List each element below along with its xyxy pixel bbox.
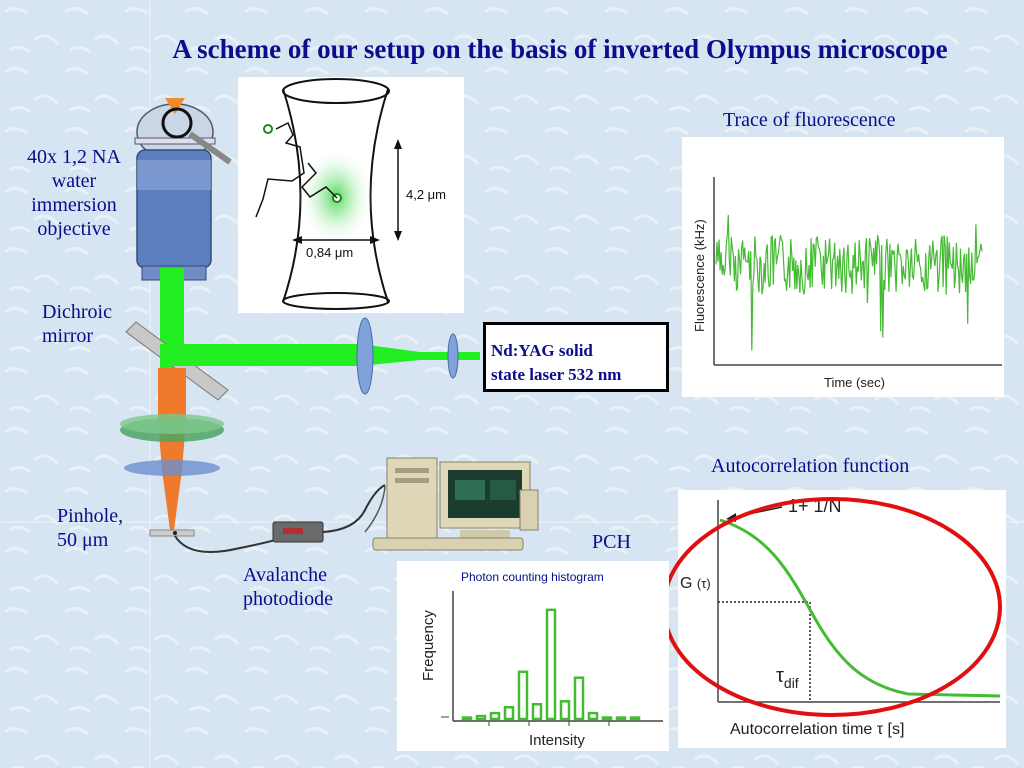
objective-label: 40x 1,2 NA water immersion objective	[27, 146, 121, 240]
laser-lens-1	[356, 317, 374, 395]
orange-beam	[158, 368, 186, 530]
pch-title: Photon counting histogram	[461, 570, 604, 584]
focal-volume-panel: 4,2 μm 0,84 μm	[238, 77, 464, 313]
highlight-circle	[662, 497, 1002, 717]
laser-box: Nd:YAG solid state laser 532 nm	[483, 322, 669, 392]
laser-lens-2	[447, 333, 459, 379]
acf-ylabel: G (τ)	[680, 575, 711, 592]
focal-height-label: 4,2 μm	[406, 187, 446, 202]
pch-bar	[545, 608, 557, 721]
pch-bar	[559, 700, 571, 721]
pch-bar	[629, 716, 641, 721]
pinhole-label: Pinhole, 50 μm	[57, 505, 124, 551]
focal-volume-diagram: 4,2 μm 0,84 μm	[255, 78, 446, 310]
pch-bars	[461, 608, 641, 721]
pch-bar	[489, 711, 501, 721]
trace-xlabel: Time (sec)	[824, 375, 885, 390]
pch-chart: Photon counting histogram Frequency Inte…	[420, 570, 663, 749]
dichroic-label: Dichroic mirror	[42, 301, 112, 347]
pch-bar	[587, 711, 599, 721]
pch-bar	[615, 716, 627, 721]
pch-caption: PCH	[592, 531, 631, 553]
acf-tau-annotation: τdif	[776, 665, 799, 691]
focal-width-label: 0,84 μm	[306, 245, 353, 260]
detector-computer	[272, 457, 539, 551]
acf-xlabel: Autocorrelation time τ [s]	[730, 721, 904, 738]
pch-bar	[531, 703, 543, 721]
pinhole-plate	[149, 529, 195, 537]
acf-caption: Autocorrelation function	[711, 455, 910, 477]
trace-series	[715, 214, 983, 351]
pch-bar	[503, 705, 515, 721]
pch-ylabel: Frequency	[420, 610, 437, 681]
trace-panel: Fluorescence (kHz) Time (sec)	[682, 137, 1004, 397]
trace-caption: Trace of fluorescence	[723, 109, 896, 131]
avalanche-label: Avalanche photodiode	[243, 564, 333, 610]
trace-chart: Fluorescence (kHz) Time (sec)	[692, 177, 1002, 390]
pch-bar	[475, 714, 487, 721]
pch-xlabel: Intensity	[529, 732, 585, 749]
keyboard	[372, 537, 524, 551]
pch-bar	[573, 676, 585, 721]
green-beam-horizontal	[160, 344, 480, 366]
microscope-diagram	[120, 98, 480, 553]
slide-title: A scheme of our setup on the basis of in…	[172, 34, 948, 64]
pch-bar	[601, 716, 613, 721]
pch-bar	[461, 716, 473, 721]
acf-curve	[719, 518, 1001, 698]
trace-ylabel: Fluorescence (kHz)	[692, 219, 707, 332]
pch-panel: Photon counting histogram Frequency Inte…	[397, 561, 669, 751]
pch-bar	[517, 670, 529, 721]
